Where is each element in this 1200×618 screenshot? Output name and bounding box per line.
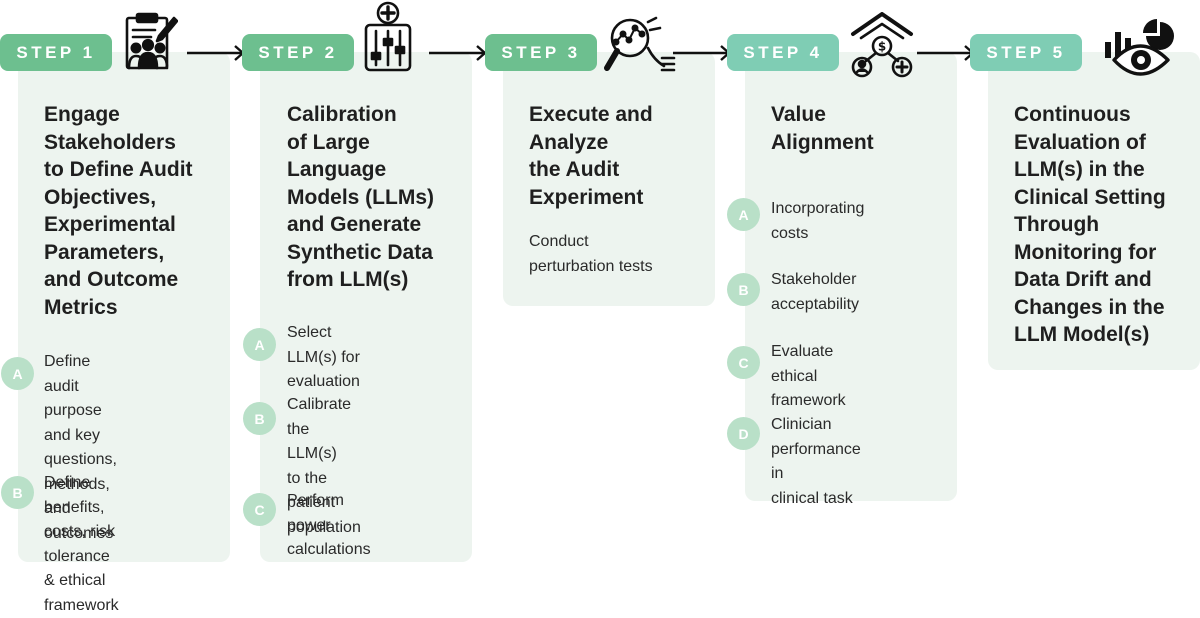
arrow-3-to-4	[672, 44, 734, 67]
step-1-pill: STEP 1	[0, 34, 112, 71]
step-4-pill: STEP 4	[727, 34, 839, 71]
eye-monitoring-icon	[1102, 18, 1178, 83]
step-1-title: Engage Stakeholders to Define Audit Obje…	[44, 103, 193, 319]
step-2-pill: STEP 2	[242, 34, 354, 71]
step-2-card	[260, 52, 472, 562]
calibration-sliders-icon	[362, 1, 414, 78]
step-2-item-c-text: Perform power calculations	[287, 492, 371, 558]
step-2-title: Calibration of Large Language Models (LL…	[287, 103, 434, 291]
step-5-label: STEP 5	[986, 42, 1066, 62]
step-1-label: STEP 1	[16, 42, 96, 62]
step-4-badge-a: A	[727, 198, 760, 231]
step-1-item-a-text: Define audit purpose and key questions, …	[44, 353, 117, 542]
step-3-pill: STEP 3	[485, 34, 597, 71]
step-4-card	[745, 52, 957, 501]
step-3-title: Execute and Analyze the Audit Experiment	[529, 103, 653, 209]
step-2-item-a-text: Select LLM(s) for evaluation	[287, 324, 360, 390]
step-2-badge-c: C	[243, 493, 276, 526]
step-1-badge-a: A	[1, 357, 34, 390]
step-4-title: Value Alignment	[771, 103, 874, 154]
arrow-2-to-3	[428, 44, 490, 67]
step-4-item-a-text: Incorporating costs	[771, 200, 865, 242]
step-5-title: Continuous Evaluation of LLM(s) in the C…	[1014, 103, 1166, 346]
step-5-card	[988, 52, 1200, 370]
step-4-badge-c: C	[727, 346, 760, 379]
step-2-badge-a: A	[243, 328, 276, 361]
step-3-subtitle: Conduct perturbation tests	[529, 233, 653, 275]
step-4-item-b-text: Stakeholder acceptability	[771, 271, 860, 313]
magnifier-analysis-icon	[604, 14, 676, 79]
step-2-label: STEP 2	[258, 42, 338, 62]
clipboard-stakeholders-icon	[122, 12, 179, 79]
step-4-item-d-text: Clinician performance in clinical task	[771, 416, 861, 507]
step-1-card	[18, 52, 230, 562]
svg-text:$: $	[878, 40, 886, 54]
step-2-item-b-text: Calibrate the LLM(s) to the patient popu…	[287, 396, 361, 536]
step-3-label: STEP 3	[501, 42, 581, 62]
step-1-badge-b: B	[1, 476, 34, 509]
arrow-1-to-2	[186, 44, 248, 67]
step-5-pill: STEP 5	[970, 34, 1082, 71]
step-1-item-b-text: Define benefits, costs, risk tolerance &…	[44, 474, 119, 614]
step-4-badge-d: D	[727, 417, 760, 450]
value-alignment-icon: $	[849, 12, 915, 83]
step-3-card	[503, 52, 715, 306]
step-2-badge-b: B	[243, 402, 276, 435]
arrow-4-to-5	[916, 44, 978, 67]
step-4-item-c-text: Evaluate ethical framework	[771, 343, 846, 409]
step-4-label: STEP 4	[743, 42, 823, 62]
step-4-badge-b: B	[727, 273, 760, 306]
